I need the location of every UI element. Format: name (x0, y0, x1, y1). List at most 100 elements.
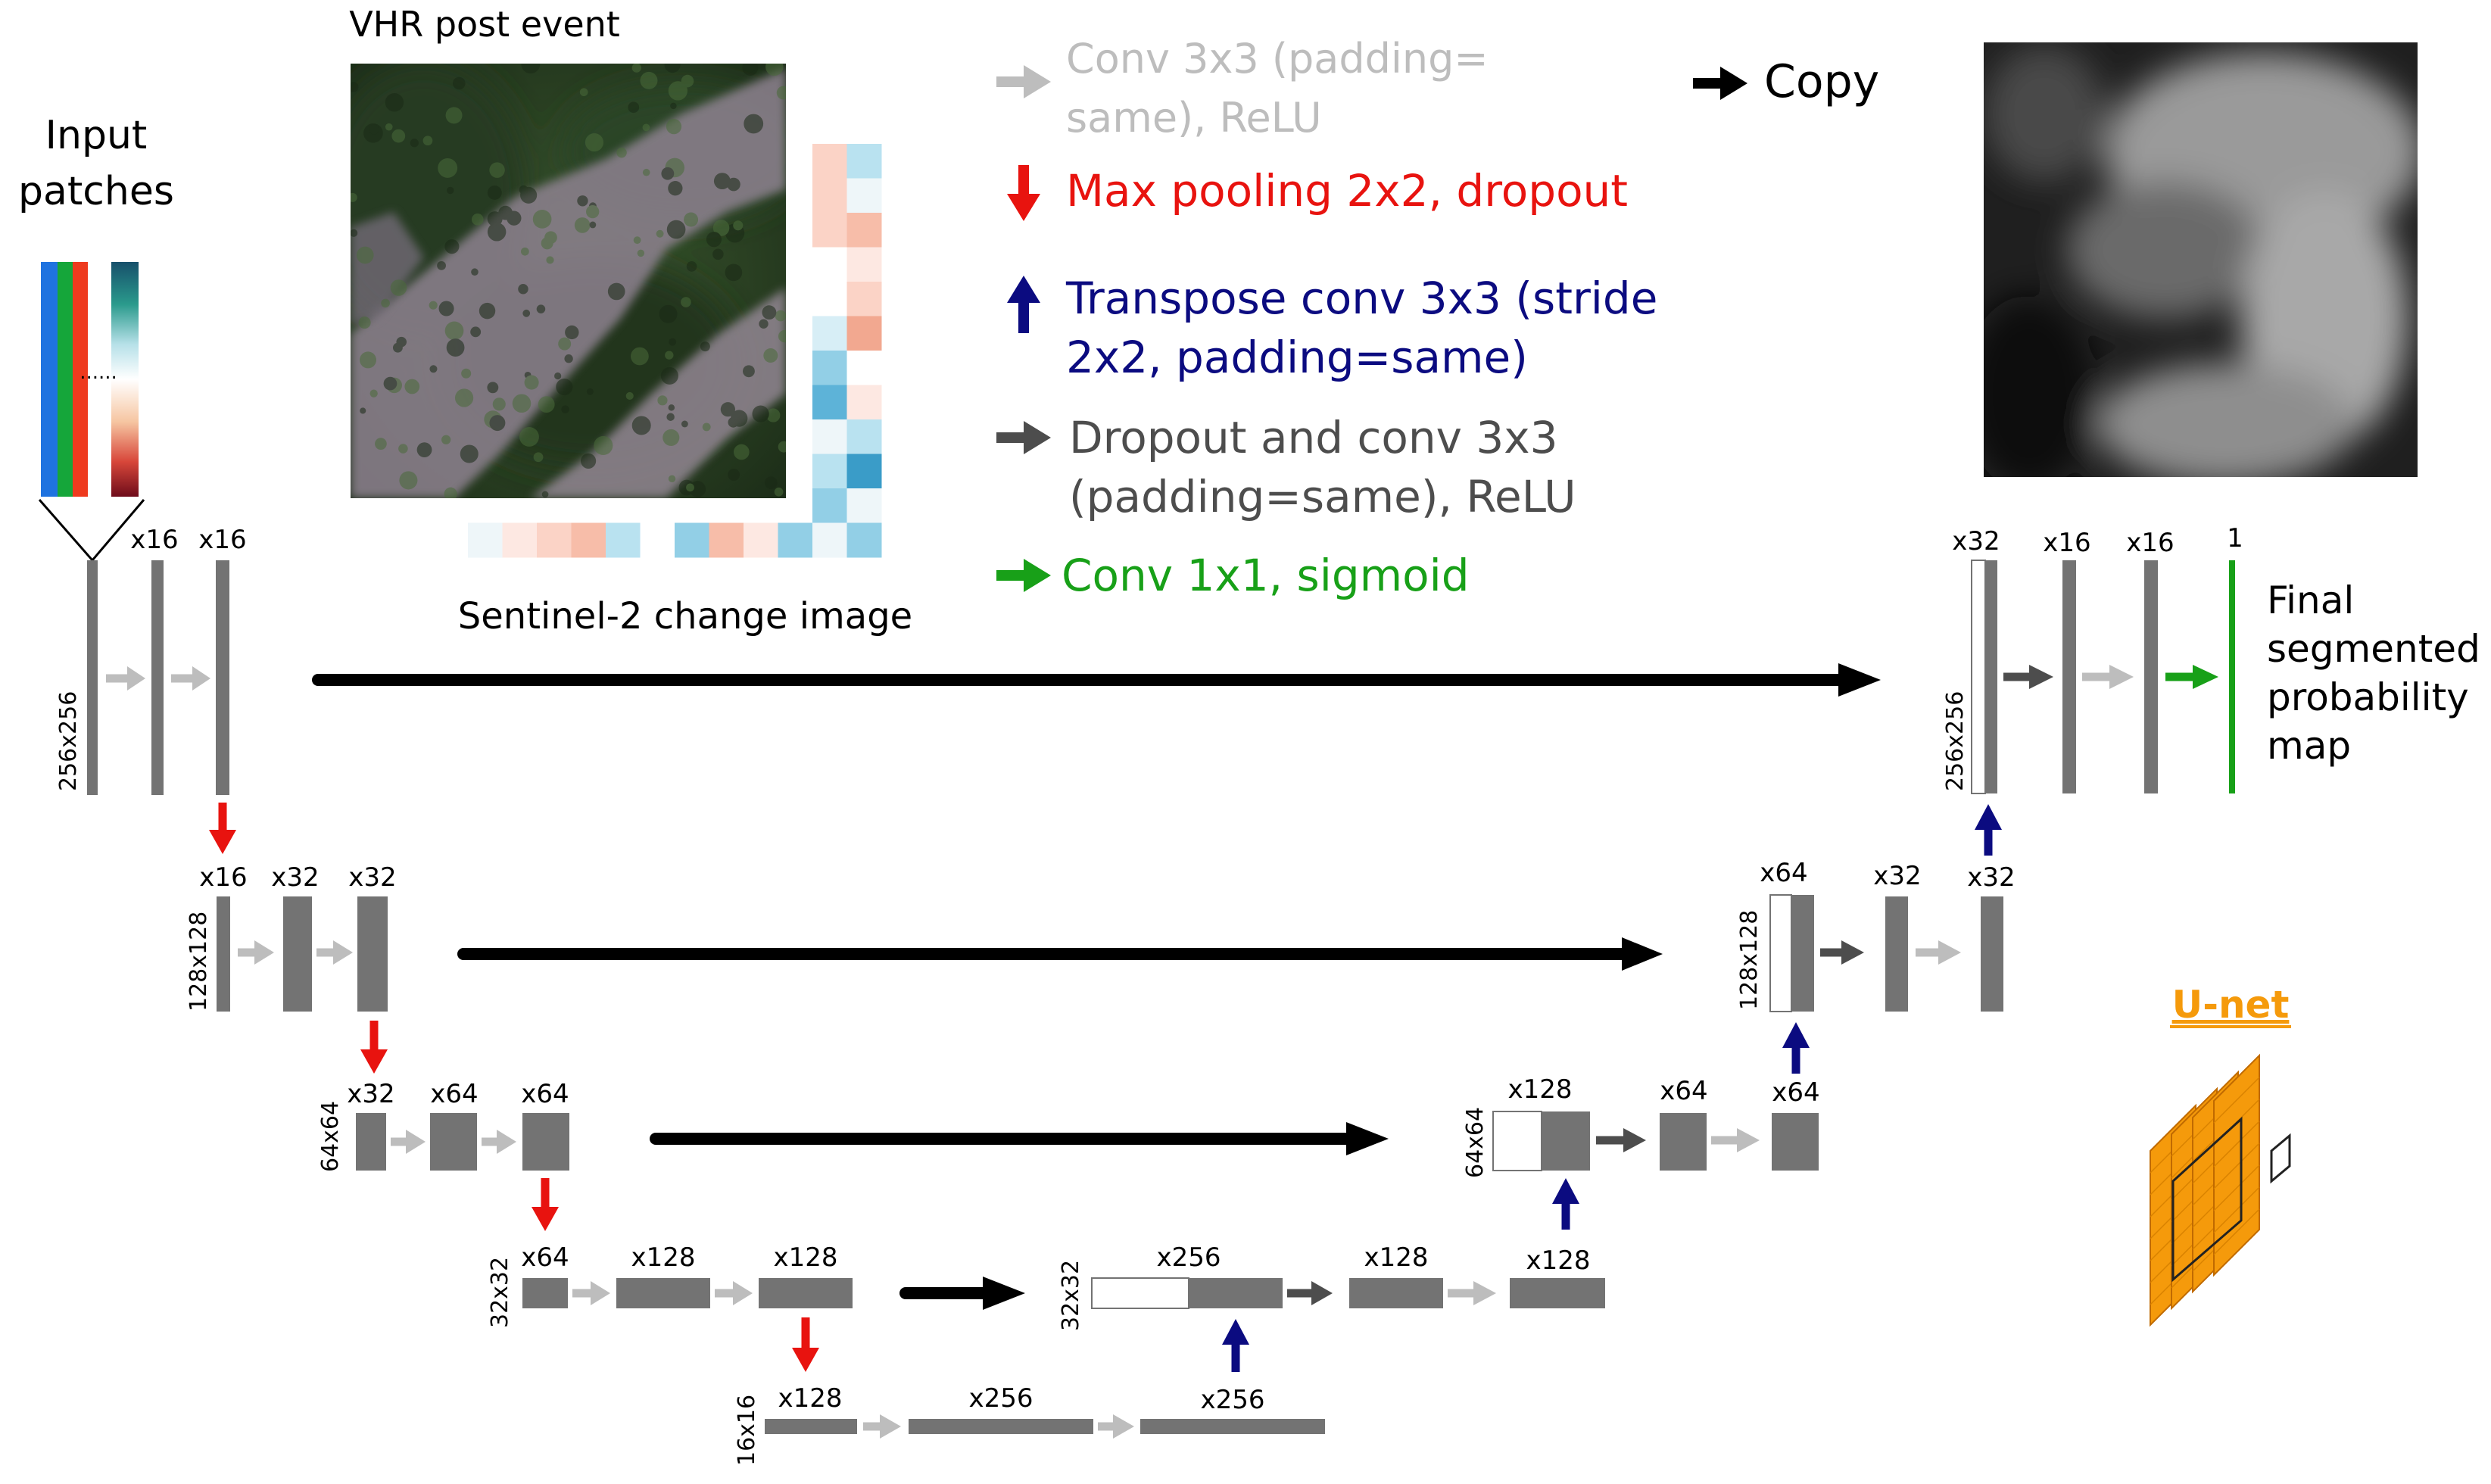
enc2-conv-arrow-2 (316, 940, 353, 965)
legend-sigmoid-label: Conv 1x1, sigmoid (1062, 550, 1470, 601)
enc4-conv-arrow-2 (715, 1281, 753, 1305)
sentinel-cell (846, 385, 882, 420)
sentinel-grid (468, 144, 882, 558)
sentinel-cell (846, 351, 882, 385)
skip-connection-level4 (899, 1277, 1025, 1310)
legend-conv-relu-line1: Conv 3x3 (padding= (1066, 35, 1489, 83)
dec3-block-2 (1660, 1113, 1707, 1171)
enc3-size-label: 64x64 (317, 1101, 344, 1172)
enc4-filter-3: x128 (773, 1242, 837, 1273)
unet-logo-stack (2150, 1053, 2291, 1327)
sentinel-cell (846, 316, 882, 351)
sentinel-cell (537, 522, 572, 558)
bottleneck-conv-arrow-2 (1098, 1414, 1134, 1439)
dec1-filter-1: x32 (1952, 526, 2000, 556)
legend-dropout-conv: Dropout and conv 3x3 (padding=same), ReL… (996, 412, 1576, 522)
dec4-block-3 (1510, 1278, 1605, 1308)
sentinel-cell (846, 488, 882, 523)
legend-copy-label: Copy (1764, 55, 1879, 108)
dec4-upsampled-block (1189, 1278, 1283, 1308)
sentinel-cell (846, 213, 882, 248)
enc2-block-2 (283, 896, 312, 1012)
enc2-block-3 (357, 896, 388, 1012)
decoder-level2: 128x128 x64 x32 x32 (1736, 804, 2016, 1012)
legend-transpose: Transpose conv 3x3 (stride 2x2, padding=… (1007, 273, 1657, 383)
dec3-filter-2: x64 (1660, 1076, 1707, 1106)
dec2-conv-arrow (1916, 940, 1961, 965)
encoder-level2: 128x128 x16 x32 x32 (186, 862, 397, 1074)
sentinel-cell (846, 144, 882, 179)
dec3-copied-block (1492, 1111, 1542, 1171)
enc2-block-1 (217, 896, 230, 1012)
enc4-filter-2: x128 (631, 1242, 695, 1273)
enc3-block-2 (430, 1113, 477, 1171)
dec4-transpose-arrow (1552, 1178, 1579, 1230)
sentinel-cell (812, 351, 847, 385)
enc2-maxpool-arrow (360, 1021, 388, 1074)
dec1-copied-block (1971, 560, 1986, 794)
legend-copy: Copy (1693, 55, 1879, 108)
encoder-level4: 32x32 x64 x128 x128 (487, 1242, 853, 1372)
dec2-size-label: 128x128 (1736, 910, 1763, 1010)
legend-conv-relu: Conv 3x3 (padding= same), ReLU (996, 35, 1489, 142)
enc2-filter-1: x16 (199, 862, 247, 893)
sentinel-caption: Sentinel-2 change image (458, 595, 912, 638)
enc3-block-3 (522, 1113, 569, 1171)
skip-connection-level2 (457, 937, 1663, 971)
sentinel-cell (468, 522, 503, 558)
sentinel-cell (744, 522, 778, 558)
legend-dropout-conv-line1: Dropout and conv 3x3 (1069, 412, 1558, 463)
dec2-filter-2: x32 (1873, 861, 1921, 891)
dec4-size-label: 32x32 (1058, 1260, 1084, 1331)
dec3-filter-3: x64 (1772, 1077, 1819, 1108)
sentinel-cell (812, 419, 847, 454)
input-title-line1: Input (45, 113, 148, 158)
dec3-block-3 (1772, 1113, 1819, 1171)
sentinel-cell (846, 454, 882, 489)
sentinel-cell (606, 522, 641, 558)
enc3-block-1 (356, 1113, 386, 1171)
dec1-filter-4: 1 (2227, 523, 2243, 553)
enc3-conv-arrow-2 (482, 1130, 516, 1154)
enc2-filter-3: x32 (348, 862, 396, 893)
vhr-post-event-image (351, 64, 786, 498)
sentinel-cell (812, 178, 847, 214)
enc1-size-label: 256x256 (55, 691, 82, 791)
sentinel-cell (846, 247, 882, 282)
bottleneck-block-2 (909, 1419, 1093, 1434)
sentinel-cell (846, 178, 882, 214)
output-probability-map (1984, 42, 2418, 477)
dec2-upsampled-block (1791, 895, 1814, 1012)
unet-logo-label: U-net (2172, 983, 2290, 1027)
enc2-filter-2: x32 (271, 862, 319, 893)
dec3-conv-arrow (1711, 1128, 1760, 1152)
bottleneck-filter-1: x128 (778, 1383, 842, 1414)
dec2-dropout-arrow (1820, 940, 1864, 965)
input-funnel (38, 499, 145, 563)
legend-maxpool: Max pooling 2x2, dropout (1007, 165, 1628, 221)
sentinel-cell (846, 522, 882, 558)
enc1-conv-arrow-1 (106, 666, 145, 691)
dec1-size-label: 256x256 (1942, 691, 1969, 791)
dec4-copied-block (1091, 1277, 1189, 1309)
enc2-conv-arrow-1 (238, 940, 274, 965)
legend-transpose-line2: 2x2, padding=same) (1066, 332, 1528, 383)
output-label-line3: probability (2267, 675, 2469, 719)
dec1-dropout-arrow (2003, 665, 2053, 689)
band-extra (111, 262, 139, 497)
dec1-block-2 (2062, 560, 2076, 793)
dec2-filter-1: x64 (1760, 858, 1807, 888)
input-patches: Input patches ...... (18, 113, 174, 795)
input-title-line2: patches (18, 169, 174, 214)
band-ellipsis: ...... (80, 361, 117, 384)
enc1-maxpool-arrow (209, 803, 236, 854)
bottleneck: 16x16 x128 x256 x256 (734, 1319, 1325, 1466)
dec1-block-3 (2144, 560, 2158, 793)
dec2-block-2 (1885, 896, 1908, 1012)
enc4-block-3 (759, 1278, 853, 1308)
sentinel-cell (812, 247, 847, 282)
enc3-filter-3: x64 (521, 1079, 569, 1109)
decoder-level3: 64x64 x128 x64 x64 (1462, 1022, 1820, 1178)
